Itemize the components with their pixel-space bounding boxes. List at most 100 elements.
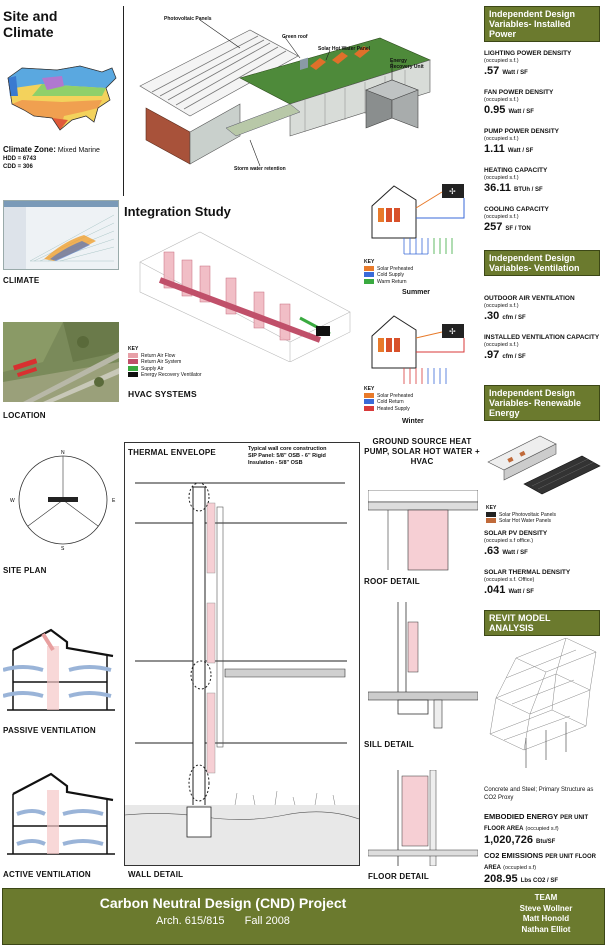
key-label: Heated Supply: [377, 405, 410, 412]
variable-subtitle: (occupied s.f.): [484, 175, 519, 181]
summer-title: Summer: [402, 289, 431, 296]
variable-value: .63: [484, 545, 500, 557]
course-term-value: Fall 2008: [244, 915, 290, 927]
variable-value-line: .57 Watt / SF: [484, 65, 604, 80]
key-swatch: [128, 365, 138, 371]
ventilation-list: OUTDOOR AIR VENTILATION(occupied s.f.).3…: [484, 295, 604, 373]
label-storm-water: Storm water retention: [234, 166, 286, 172]
revit-caption: Concrete and Steel; Primary Structure as…: [484, 787, 594, 801]
variable-value: .57: [484, 65, 500, 77]
cdd-value: CDD = 306: [3, 164, 33, 170]
design-variable: COOLING CAPACITY(occupied s.f.)257 SF / …: [484, 206, 604, 236]
wall-insulation: Insulation - 5/8" OSB: [248, 460, 303, 466]
variable-title: OUTDOOR AIR VENTILATION: [484, 295, 575, 302]
project-title: Carbon Neutral Design (CND) Project: [99, 895, 347, 911]
embodied-suffix: PER UNIT FLOOR AREA: [484, 815, 589, 832]
key-swatch: [486, 511, 496, 517]
design-variable: FAN POWER DENSITY(occupied s.f.)0.95 Wat…: [484, 89, 604, 119]
site-plan-compass: N W E S: [8, 450, 118, 560]
label-photovoltaic: Photovoltaic Panels: [164, 16, 212, 22]
variable-unit: Watt / SF: [502, 550, 528, 556]
key-entry: Solar Preheated: [364, 266, 464, 273]
key-label: Solar Preheated: [377, 392, 414, 399]
active-ventilation-section: [3, 764, 119, 862]
variable-value: .30: [484, 310, 500, 322]
variable-title: LIGHTING POWER DENSITY: [484, 50, 572, 57]
integration-study-title: Integration Study: [124, 204, 231, 219]
summer-key-title: KEY: [364, 259, 375, 265]
variable-value-line: .63 Watt / SF: [484, 545, 604, 560]
revit-structure-model: [486, 638, 602, 778]
svg-text:E: E: [112, 498, 116, 504]
key-label: Cold Supply: [377, 272, 404, 278]
variable-title: SOLAR THERMAL DENSITY: [484, 569, 571, 576]
climate-zone-text: Climate Zone: Mixed Marine HDD = 6743 CD…: [3, 146, 121, 171]
installed-power-list: LIGHTING POWER DENSITY(occupied s.f.).57…: [484, 50, 604, 245]
variable-title: INSTALLED VENTILATION CAPACITY: [484, 334, 600, 341]
key-label: Cold Return: [377, 399, 404, 405]
variable-unit: Watt / SF: [507, 148, 534, 154]
ventilation-header: Independent Design Variables- Ventilatio…: [484, 250, 600, 276]
floor-detail-drawing: [368, 770, 478, 866]
key-swatch: [128, 359, 138, 365]
wall-detail-label: WALL DETAIL: [128, 870, 184, 879]
location-label: LOCATION: [3, 411, 46, 420]
key-entry: Energy Recovery Ventilator: [128, 372, 248, 379]
wall-sip-panel: SIP Panel: 5/8" OSB - 6" Rigid: [248, 453, 326, 459]
co2-suffix: PER UNIT FLOOR AREA: [484, 854, 596, 871]
variable-subtitle: (occupied s.f. Office): [484, 577, 535, 583]
variable-value-line: 1.11 Watt / SF: [484, 143, 604, 158]
design-variable: OUTDOOR AIR VENTILATION(occupied s.f.).3…: [484, 295, 604, 325]
variable-subtitle: (occupied s.f.): [484, 58, 519, 64]
sill-detail-label: SILL DETAIL: [364, 740, 414, 749]
variable-unit: Watt / SF: [508, 589, 534, 595]
building-axonometric: [130, 8, 480, 198]
key-swatch: [128, 352, 138, 358]
variable-value-line: 257 SF / TON: [484, 221, 604, 236]
variable-value: 257: [484, 221, 503, 233]
variable-value: .97: [484, 349, 500, 361]
climate-label: CLIMATE: [3, 276, 40, 285]
course-number: Arch. 615/815: [156, 915, 225, 927]
climate-chart-thumbnail: [3, 200, 119, 270]
key-swatch: [364, 399, 374, 405]
svg-text:✢: ✢: [449, 327, 456, 336]
key-entry: Return Air Flow: [128, 353, 248, 360]
course-term: Arch. 615/815 Fall 2008: [3, 915, 443, 927]
site-plan-label: SITE PLAN: [3, 566, 47, 575]
active-ventilation-label: ACTIVE VENTILATION: [3, 870, 91, 879]
variable-value-line: .041 Watt / SF: [484, 584, 604, 599]
key-label: Solar Hot Water Panels: [499, 518, 552, 524]
co2-value-line: 208.95 Lbs CO2 / SF: [484, 873, 606, 888]
key-label: Solar Preheated: [377, 265, 414, 272]
variable-unit: cfm / SF: [502, 354, 526, 360]
footer-banner: Carbon Neutral Design (CND) Project Arch…: [2, 888, 605, 945]
passive-ventilation-section: [3, 620, 119, 718]
roof-detail-drawing: [368, 490, 478, 572]
renewable-key-title: KEY: [486, 505, 497, 511]
key-swatch: [364, 265, 374, 271]
key-label: Supply Air: [141, 365, 164, 372]
variable-value-line: .97 cfm / SF: [484, 349, 604, 364]
label-green-roof: Green roof: [282, 34, 308, 40]
variable-value: 36.11: [484, 182, 511, 194]
key-entry: Cold Supply: [364, 272, 464, 279]
svg-text:S: S: [61, 546, 65, 552]
hvac-isometric: [130, 222, 360, 362]
variable-subtitle: (occupied s.f.): [484, 136, 519, 142]
key-entry: Cold Return: [364, 399, 464, 406]
winter-schematic: ✢: [364, 308, 480, 388]
variable-value-line: 0.95 Watt / SF: [484, 104, 604, 119]
roof-detail-label: ROOF DETAIL: [364, 577, 420, 586]
climate-zone-value: Mixed Marine: [57, 147, 100, 154]
team-member: Nathan Elliot: [521, 924, 571, 934]
winter-title: Winter: [402, 418, 424, 425]
co2-unit: Lbs CO2 / SF: [520, 878, 559, 884]
variable-subtitle: (occupied s.f.): [484, 214, 519, 220]
location-aerial-photo: [3, 322, 119, 402]
variable-value-line: .30 cfm / SF: [484, 310, 604, 325]
team-label: TEAM: [534, 893, 558, 902]
